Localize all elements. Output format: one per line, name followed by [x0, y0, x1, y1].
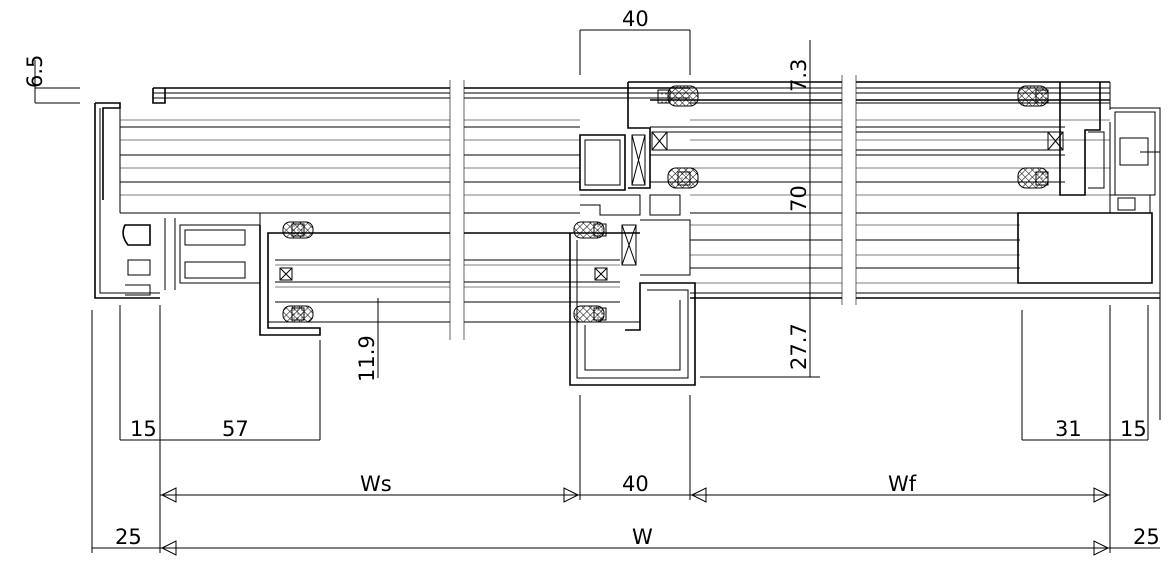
meeting-rail	[569, 82, 696, 386]
dim-27-7: 27.7	[787, 323, 811, 370]
dim-7-3: 7.3	[787, 59, 811, 92]
dim-ws: Ws	[360, 472, 392, 496]
dim-70: 70	[787, 185, 811, 212]
dim-40-top: 40	[622, 7, 649, 31]
left-outer-frame	[94, 102, 160, 299]
break-lines	[449, 75, 857, 340]
dim-11-9: 11.9	[355, 335, 379, 382]
dim-57: 57	[222, 417, 249, 441]
dim-25-right: 25	[1133, 525, 1160, 549]
dim-25-left: 25	[115, 525, 142, 549]
dim-40-mid: 40	[622, 472, 649, 496]
fixed-sash-lines	[120, 87, 690, 214]
dim-wf: Wf	[888, 472, 917, 496]
left-sash-profile	[120, 212, 261, 298]
dim-w: W	[632, 525, 653, 549]
sliding-sash-glass	[259, 221, 640, 336]
dim-31: 31	[1055, 417, 1082, 441]
dim-6-5: 6.5	[23, 55, 47, 88]
dim-15-right: 15	[1120, 417, 1147, 441]
fixed-pane-glass	[650, 85, 1110, 189]
dimension-lines	[34, 29, 1160, 556]
dim-15-left: 15	[130, 417, 157, 441]
right-sash-lines	[628, 81, 1160, 299]
right-jamb	[1017, 82, 1161, 420]
